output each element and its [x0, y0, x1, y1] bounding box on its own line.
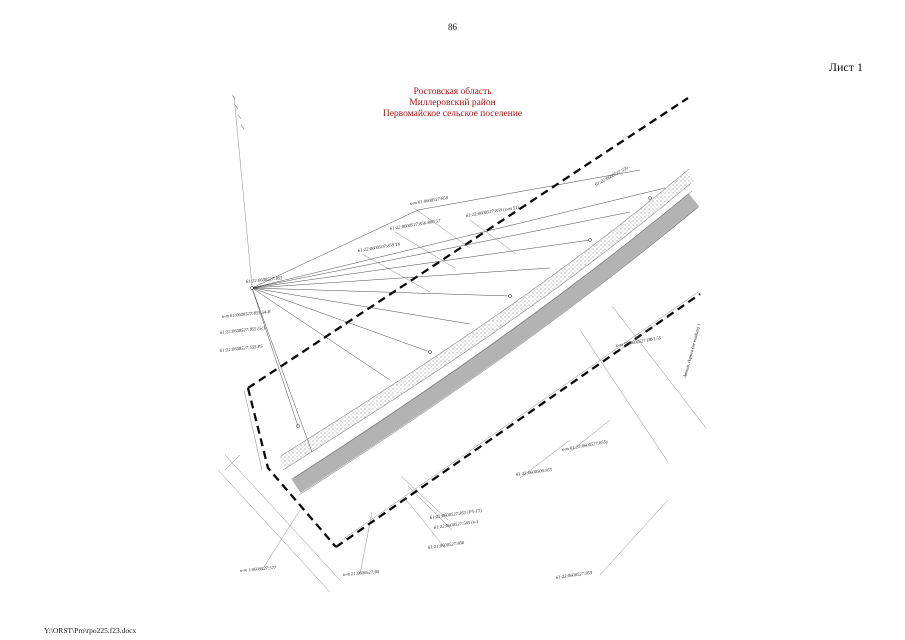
map-title-block: Ростовская область Миллеровский район Пе… — [0, 87, 905, 120]
cadastral-label: 61:22:0600500:855 — [515, 467, 553, 477]
sheet-label: Лист 1 — [828, 60, 863, 74]
title-settlement: Первомайское сельское поселение — [382, 109, 523, 119]
cadastral-label: 61:22:0600507:859 Т6 — [357, 241, 401, 253]
cadastral-label: к-т 21:0600527:85 — [343, 569, 380, 577]
survey-points — [250, 196, 652, 428]
cadastral-label: к-т 61:0600527:855 54-В — [222, 309, 271, 319]
boundary-left — [246, 387, 337, 548]
cadastral-label: к-т 1:0600527:577 — [240, 565, 277, 573]
page-number: 86 — [448, 22, 457, 32]
cadastral-label: 61:21:0600527:856 — [427, 540, 465, 550]
cadastral-label: к-т 61:22:0600527:855у — [561, 439, 609, 452]
cadastral-label: 61:22:0600527:859 — [555, 570, 593, 580]
boundary-top — [247, 97, 689, 389]
road-bands — [278, 168, 700, 496]
cadastral-label: 61:22:0600527:565 (к-) — [433, 519, 478, 530]
cadastral-label: 61:22:0600527:855 (Р5-Г5) — [429, 508, 482, 520]
title-region: Ростовская область — [413, 87, 492, 97]
road-stipple-band — [278, 170, 695, 469]
document-file-path: Y:\ORST\Pro\rpo225.f23.docx — [44, 626, 137, 635]
road-solid-band — [291, 193, 700, 494]
survey-fan-lines — [251, 169, 666, 453]
cadastral-label: 61:22:0600527:559 — [594, 165, 629, 187]
tick-marks — [231, 94, 245, 130]
cadastral-label: 61:22:0600527:859 (к-т 51) — [465, 205, 519, 218]
cadastral-label: 61:22:0600527:855 (5с) — [220, 325, 266, 335]
leader-lines — [217, 95, 707, 593]
cadastral-label: 61:22:0600527:555 Р5 — [220, 343, 264, 353]
cadastral-labels: к-т 61:0600527:850 61:22:0600527:859 (к-… — [220, 165, 702, 580]
cadastral-label: к-т 61:0600527:850 — [409, 195, 449, 206]
title-district: Миллеровский район — [409, 98, 496, 108]
cadastral-label: 61:22:0600527:855 — [246, 275, 284, 284]
road-name-label: Автом. дорога (не входит) 1 — [682, 323, 702, 379]
